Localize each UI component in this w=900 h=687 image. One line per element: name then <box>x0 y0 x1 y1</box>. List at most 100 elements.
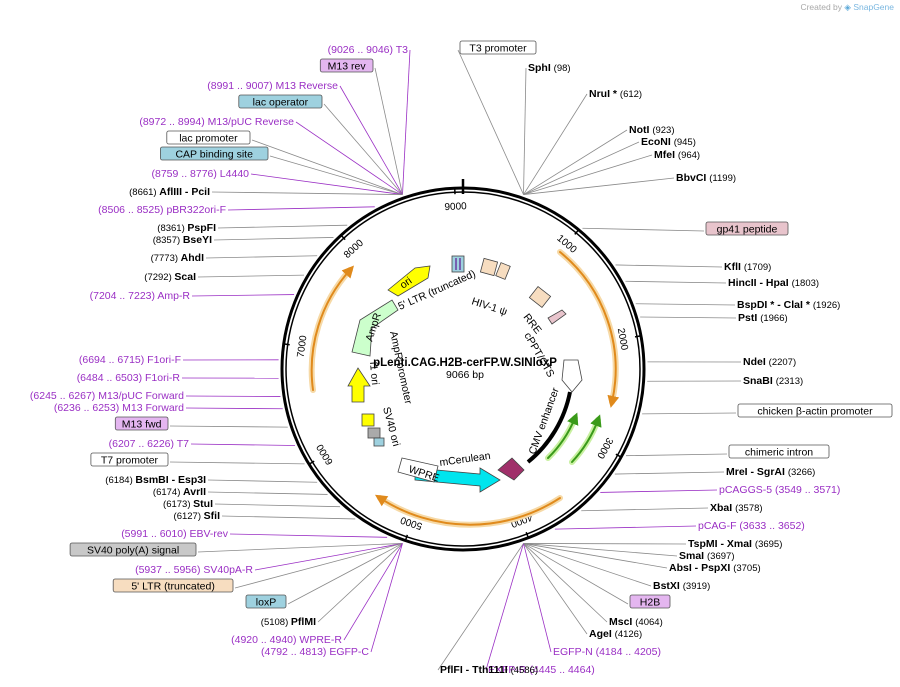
leader-line <box>625 280 727 284</box>
right-label-8[interactable]: KflI (1709) <box>724 261 771 273</box>
feature-ampr[interactable] <box>351 299 399 357</box>
right-label-7[interactable]: gp41 peptide <box>705 221 789 236</box>
leader-line <box>191 294 295 297</box>
right-label-2[interactable]: NruI * (612) <box>589 88 642 100</box>
right-label-16[interactable]: MreI - SgrAI (3266) <box>726 466 815 478</box>
left-label-8[interactable]: (8661) AflIII - PciI <box>129 186 210 198</box>
right-label-25[interactable]: MscI (4064) <box>609 616 663 628</box>
label-hiv-psi: HIV-1 ψ <box>470 295 509 318</box>
right-label-5[interactable]: MfeI (964) <box>654 149 700 161</box>
left-label-23[interactable]: (6174) AvrII <box>153 486 206 498</box>
right-label-12[interactable]: NdeI (2207) <box>743 356 796 368</box>
feature-hiv-psi[interactable] <box>495 262 511 280</box>
left-label-26[interactable]: (5991 .. 6010) EBV-rev <box>121 528 229 540</box>
left-label-10[interactable]: (8361) PspFI <box>157 222 216 234</box>
right-label-18[interactable]: XbaI (3578) <box>710 502 763 514</box>
right-label-23[interactable]: BstXI (3919) <box>653 580 710 592</box>
left-label-31[interactable]: (5108) PflMI <box>261 616 316 628</box>
right-label-11[interactable]: PstI (1966) <box>738 312 788 324</box>
right-label-29[interactable]: PflFI - Tth111I (4586) <box>440 664 538 676</box>
right-label-26[interactable]: AgeI (4126) <box>589 628 642 640</box>
left-label-5[interactable]: lac promoter <box>166 130 251 145</box>
feature-5ltr[interactable] <box>479 257 499 277</box>
left-label-9[interactable]: (8506 .. 8525) pBR322ori-F <box>98 204 226 216</box>
left-label-14[interactable]: (7204 .. 7223) Amp-R <box>90 290 191 302</box>
enzyme-label: TspMI - XmaI (3695) <box>688 538 782 550</box>
left-label-16[interactable]: (6484 .. 6503) F1ori-R <box>77 372 181 384</box>
right-label-27[interactable]: EGFP-N (4184 .. 4205) <box>553 646 661 658</box>
left-label-2[interactable]: (8991 .. 9007) M13 Reverse <box>207 80 338 92</box>
left-label-30[interactable]: loxP <box>245 594 287 609</box>
credit-text: Created by <box>800 2 843 12</box>
left-label-15[interactable]: (6694 .. 6715) F1ori-F <box>79 354 181 366</box>
leader-line <box>197 274 305 278</box>
right-label-3[interactable]: NotI (923) <box>629 124 675 136</box>
enzyme-label: KflI (1709) <box>724 261 771 273</box>
feature-ori[interactable] <box>387 265 431 297</box>
feature-sv40-ori[interactable] <box>361 413 375 427</box>
right-label-19[interactable]: pCAG-F (3633 .. 3652) <box>698 520 805 532</box>
left-label-27[interactable]: SV40 poly(A) signal <box>69 542 197 557</box>
right-label-14[interactable]: chicken β-actin promoter <box>737 403 893 418</box>
left-label-4[interactable]: (8972 .. 8994) M13/pUC Reverse <box>139 116 294 128</box>
left-label-33[interactable]: (4792 .. 4813) EGFP-C <box>261 646 369 658</box>
leader-line <box>169 461 305 465</box>
left-label-22[interactable]: (6184) BsmBI - Esp3I <box>105 474 206 486</box>
right-label-4[interactable]: EcoNI (945) <box>641 136 696 148</box>
feature-h2b[interactable] <box>497 457 525 481</box>
right-label-17[interactable]: pCAGGS-5 (3549 .. 3571) <box>719 484 840 496</box>
left-label-28[interactable]: (5937 .. 5956) SV40pA-R <box>135 564 253 576</box>
leader-line <box>213 237 334 241</box>
left-label-0[interactable]: (9026 .. 9046) T3 <box>328 44 409 56</box>
left-label-3[interactable]: lac operator <box>238 94 323 109</box>
left-label-12[interactable]: (7773) AhdI <box>151 252 205 264</box>
right-label-13[interactable]: SnaBI (2313) <box>743 375 803 387</box>
right-label-6[interactable]: BbvCI (1199) <box>676 172 736 184</box>
left-label-18[interactable]: (6236 .. 6253) M13 Forward <box>54 402 184 414</box>
primer-label: (6207 .. 6226) T7 <box>109 438 190 450</box>
right-label-15[interactable]: chimeric intron <box>728 444 830 459</box>
right-label-0[interactable]: T3 promoter <box>459 40 537 55</box>
feature-loxp-block[interactable] <box>451 255 465 273</box>
left-label-24[interactable]: (6173) StuI <box>163 498 213 510</box>
right-label-28[interactable]: EXFP-R (4445 .. 4464) <box>488 664 595 676</box>
left-label-6[interactable]: CAP binding site <box>159 146 269 161</box>
left-label-29[interactable]: 5' LTR (truncated) <box>112 578 234 593</box>
left-label-21[interactable]: T7 promoter <box>90 452 169 467</box>
right-label-24[interactable]: H2B <box>629 594 671 609</box>
left-label-1[interactable]: M13 rev <box>319 58 374 73</box>
right-label-21[interactable]: SmaI (3697) <box>679 550 734 562</box>
leader-lines <box>169 49 742 671</box>
right-label-20[interactable]: TspMI - XmaI (3695) <box>688 538 782 550</box>
feature-cppt[interactable] <box>547 309 567 325</box>
left-label-25[interactable]: (6127) SfiI <box>174 510 221 522</box>
left-label-20[interactable]: (6207 .. 6226) T7 <box>109 438 190 450</box>
right-label-9[interactable]: HincII - HpaI (1803) <box>728 277 819 289</box>
feature-sv40-promoter[interactable] <box>367 427 381 439</box>
leader-line <box>169 425 288 428</box>
left-label-11[interactable]: (8357) BseYI <box>153 234 212 246</box>
feature-wpre[interactable] <box>397 457 439 483</box>
right-label-1[interactable]: SphI (98) <box>528 62 571 74</box>
feature-box <box>166 130 251 145</box>
label-ori: ori <box>398 275 414 292</box>
feature-t7-block[interactable] <box>373 437 385 447</box>
primer-label: (8759 .. 8776) L4440 <box>152 168 250 180</box>
left-label-17[interactable]: (6245 .. 6267) M13/pUC Forward <box>30 390 184 402</box>
leader-line <box>523 543 678 557</box>
feature-cmv-enhancer[interactable] <box>526 391 572 464</box>
tick-label: 8000 <box>342 237 366 260</box>
feature-cag-promoter[interactable] <box>561 359 583 393</box>
left-label-32[interactable]: (4920 .. 4940) WPRE-R <box>231 634 342 646</box>
left-label-19[interactable]: M13 fwd <box>114 416 169 431</box>
tick-label: 7000 <box>296 334 310 358</box>
feature-box-label: M13 fwd <box>122 419 162 431</box>
right-label-22[interactable]: AbsI - PspXI (3705) <box>669 562 761 574</box>
left-label-7[interactable]: (8759 .. 8776) L4440 <box>152 168 250 180</box>
left-label-13[interactable]: (7292) ScaI <box>144 271 196 283</box>
feature-rre[interactable] <box>528 285 552 309</box>
feature-f1-ori[interactable] <box>347 367 371 403</box>
enzyme-label: (8661) AflIII - PciI <box>129 186 210 198</box>
leader-line <box>190 443 295 446</box>
right-label-10[interactable]: BspDI * - ClaI * (1926) <box>737 299 840 311</box>
